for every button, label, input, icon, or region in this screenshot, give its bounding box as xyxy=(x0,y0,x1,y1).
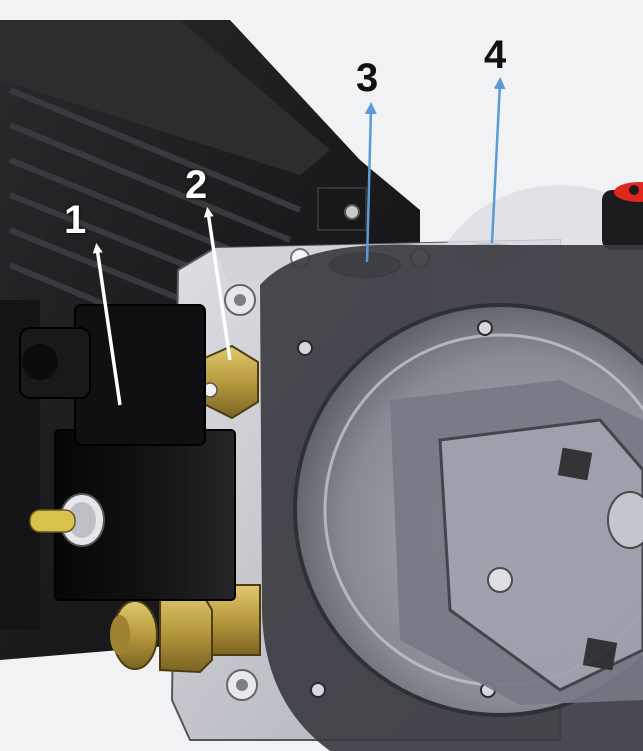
red-cap xyxy=(602,182,643,250)
callout-label-3: 3 xyxy=(356,56,379,100)
arrow-up-icon xyxy=(92,243,122,406)
internal-rotor xyxy=(390,380,643,705)
solenoid-valve-1 xyxy=(19,304,236,601)
callout-label-2: 2 xyxy=(185,163,208,207)
arrow-up-icon xyxy=(203,207,232,361)
callout-label-1: 1 xyxy=(64,198,87,242)
arrow-up-icon xyxy=(490,77,506,244)
callout-label-4: 4 xyxy=(484,33,507,77)
coil-nut xyxy=(29,493,105,547)
arrow-up-icon xyxy=(364,102,377,263)
